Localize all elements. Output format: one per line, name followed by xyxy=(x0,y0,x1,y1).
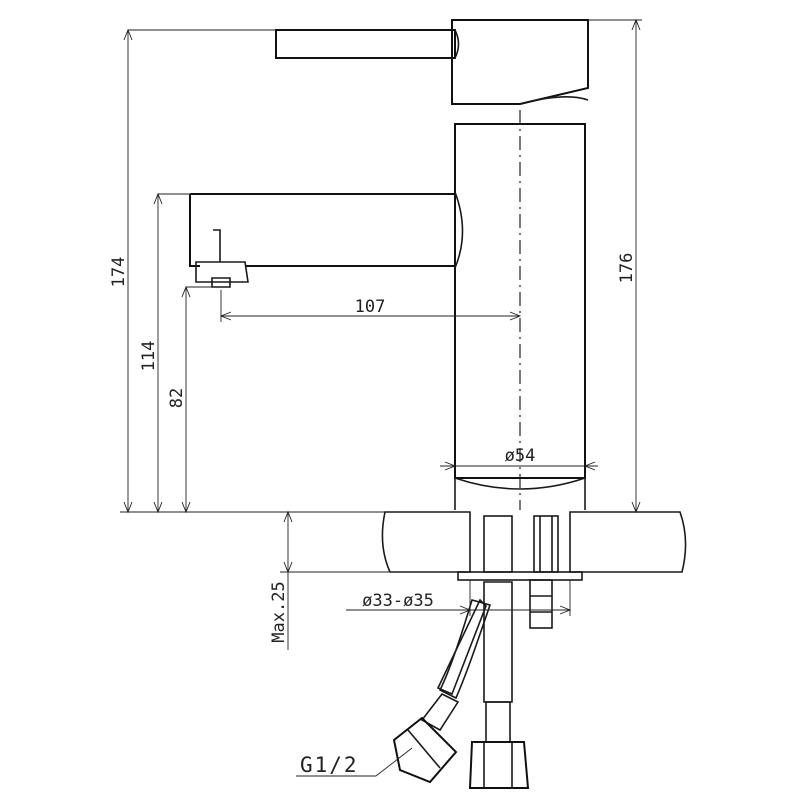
dim-spout-reach: 107 xyxy=(219,290,522,322)
dim-label-176: 176 xyxy=(617,253,637,284)
countertop-section xyxy=(120,511,687,573)
dim-overall-height-left: 174 xyxy=(109,28,276,514)
hose-nuts xyxy=(392,716,530,789)
dim-hole-diameter: ø33-ø35 xyxy=(346,580,572,616)
braided-hoses xyxy=(420,581,513,743)
mounting-hardware xyxy=(457,515,583,629)
dim-overall-height-right: 176 xyxy=(585,18,642,514)
dim-label-174: 174 xyxy=(109,257,129,288)
faucet-body xyxy=(454,123,586,510)
dim-label-max25: Max.25 xyxy=(269,581,289,642)
dim-label-o54: ø54 xyxy=(505,446,536,466)
dim-body-diameter: ø54 xyxy=(440,446,598,471)
thread-callout: G1/2 xyxy=(296,747,413,777)
dim-spout-clearance: 82 xyxy=(167,285,212,514)
dim-max-deck-thickness: Max.25 xyxy=(269,510,458,650)
dim-label-82: 82 xyxy=(167,388,187,408)
dim-label-107: 107 xyxy=(355,297,386,317)
handle-lever xyxy=(275,19,589,105)
dim-spout-height: 114 xyxy=(139,192,190,514)
dim-label-114: 114 xyxy=(139,341,159,372)
dim-label-o33-o35: ø33-ø35 xyxy=(362,591,434,611)
spout xyxy=(189,193,455,288)
thread-size-label: G1/2 xyxy=(300,753,359,777)
